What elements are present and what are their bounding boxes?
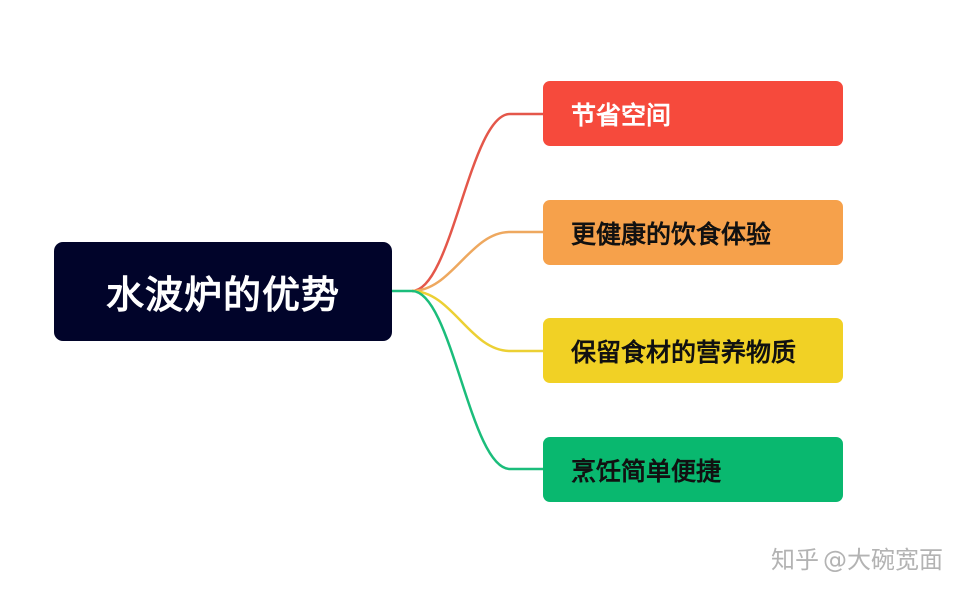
- branch-node-3[interactable]: 保留食材的营养物质: [543, 318, 843, 383]
- connector-line-3: [411, 289, 543, 353]
- branch-node-label: 保留食材的营养物质: [571, 337, 797, 367]
- branch-node-label: 节省空间: [571, 100, 672, 130]
- branch-node-label: 更健康的饮食体验: [571, 219, 772, 249]
- branch-node-label: 烹饪简单便捷: [571, 456, 722, 486]
- branch-node-2[interactable]: 更健康的饮食体验: [543, 200, 843, 265]
- connector-line-4: [411, 289, 543, 471]
- watermark: 知乎 @大碗宽面: [771, 540, 943, 575]
- root-node[interactable]: 水波炉的优势: [54, 242, 392, 341]
- branch-node-1[interactable]: 节省空间: [543, 81, 843, 146]
- root-node-label: 水波炉的优势: [105, 273, 340, 317]
- watermark-site: 知乎: [771, 546, 819, 574]
- watermark-author: @大碗宽面: [823, 546, 943, 574]
- connector-line-2: [411, 230, 543, 293]
- connector-line-1: [411, 112, 543, 293]
- branch-node-4[interactable]: 烹饪简单便捷: [543, 437, 843, 502]
